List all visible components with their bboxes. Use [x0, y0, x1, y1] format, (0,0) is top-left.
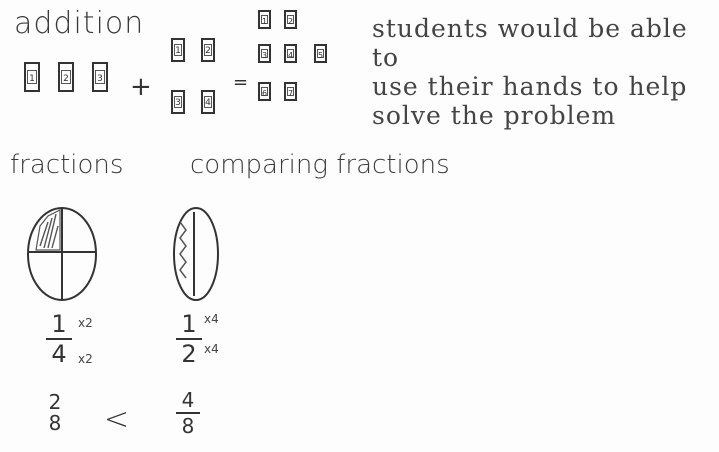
number-tile: 5	[314, 44, 327, 63]
fractions-heading: fractions	[10, 150, 124, 180]
fraction-denominator: 2	[181, 340, 197, 368]
fraction-denominator: 8	[48, 411, 62, 435]
note-line: solve the problem	[372, 101, 617, 130]
teacher-note: students would be able to use their hand…	[372, 14, 717, 130]
number-tile: 1	[24, 62, 40, 92]
addition-heading: addition	[14, 6, 145, 41]
fraction-one-half: 1 2	[176, 312, 202, 366]
number-tile: 2	[58, 62, 74, 92]
number-tile: 2	[284, 10, 297, 29]
fraction-one-fourth: 1 4	[46, 312, 72, 366]
comparing-fractions-heading: comparing fractions	[190, 150, 450, 180]
number-tile: 3	[92, 62, 108, 92]
multiplier-numerator: x4	[204, 312, 219, 326]
number-tile: 1	[171, 38, 185, 62]
less-than-sign: <	[104, 402, 130, 437]
result-fraction-right: 4 8	[176, 390, 200, 436]
result-fraction-left: 2 8	[44, 392, 66, 434]
shaded-half	[179, 221, 187, 279]
multiplier-denominator: x2	[78, 352, 93, 366]
fraction-denominator: 8	[181, 414, 195, 438]
number-tile: 6	[258, 82, 271, 101]
number-tile: 3	[258, 44, 271, 63]
note-line: use their hands to help	[372, 72, 688, 101]
number-tile: 7	[284, 82, 297, 101]
number-tile: 4	[284, 44, 297, 63]
shaded-quarter	[35, 209, 61, 251]
fraction-numerator: 1	[51, 310, 67, 338]
number-tile: 2	[201, 38, 215, 62]
fraction-numerator: 1	[181, 310, 197, 338]
number-tile: 4	[201, 90, 215, 114]
halves-oval	[173, 207, 219, 301]
fraction-denominator: 4	[51, 340, 67, 368]
fraction-numerator: 2	[48, 390, 62, 414]
fraction-bar	[176, 412, 200, 414]
equals-sign: =	[233, 72, 249, 93]
number-tile: 1	[258, 10, 271, 29]
note-line: students would be able to	[372, 14, 688, 72]
fraction-numerator: 4	[181, 388, 195, 412]
shading-strokes	[39, 213, 59, 249]
plus-sign: +	[130, 72, 152, 102]
number-tile: 3	[171, 90, 185, 114]
multiplier-numerator: x2	[78, 316, 93, 330]
fraction-bar	[46, 338, 72, 340]
fraction-bar	[176, 338, 202, 340]
multiplier-denominator: x4	[204, 342, 219, 356]
